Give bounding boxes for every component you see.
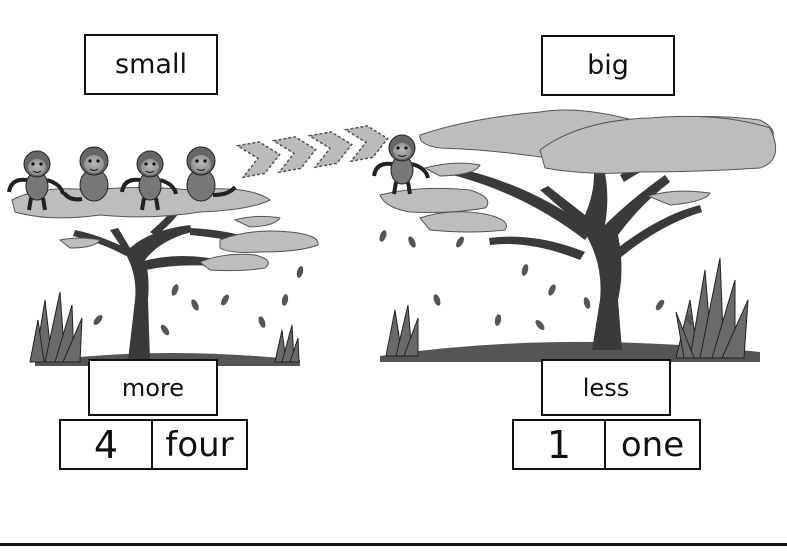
count-numeral-cell: 4 bbox=[59, 419, 153, 470]
more-label-text: more bbox=[121, 373, 185, 402]
count-numeral: 1 bbox=[546, 422, 572, 467]
monkey-icon bbox=[186, 146, 237, 202]
count-word: four bbox=[165, 424, 234, 465]
big-tree bbox=[379, 109, 777, 362]
monkey-icon bbox=[372, 134, 430, 195]
small-label-text: small bbox=[115, 49, 187, 80]
count-box-left: 4 four bbox=[59, 419, 248, 470]
small-tree bbox=[11, 187, 319, 366]
less-label: less bbox=[541, 359, 671, 416]
more-label: more bbox=[88, 359, 218, 416]
count-numeral: 4 bbox=[93, 422, 119, 467]
monkey-icon bbox=[120, 150, 178, 211]
monkey-group-four bbox=[7, 146, 237, 211]
monkey-icon bbox=[62, 146, 109, 202]
less-label-text: less bbox=[582, 373, 630, 402]
count-word-cell: four bbox=[151, 419, 248, 470]
monkey-icon bbox=[7, 150, 65, 211]
small-label: small bbox=[84, 34, 218, 95]
count-word-cell: one bbox=[604, 419, 701, 470]
count-word: one bbox=[620, 424, 685, 465]
direction-arrows-icon bbox=[235, 125, 389, 179]
bottom-divider bbox=[0, 543, 787, 546]
count-numeral-cell: 1 bbox=[512, 419, 606, 470]
big-label-text: big bbox=[587, 50, 629, 81]
count-box-right: 1 one bbox=[512, 419, 701, 470]
big-label: big bbox=[541, 35, 675, 96]
